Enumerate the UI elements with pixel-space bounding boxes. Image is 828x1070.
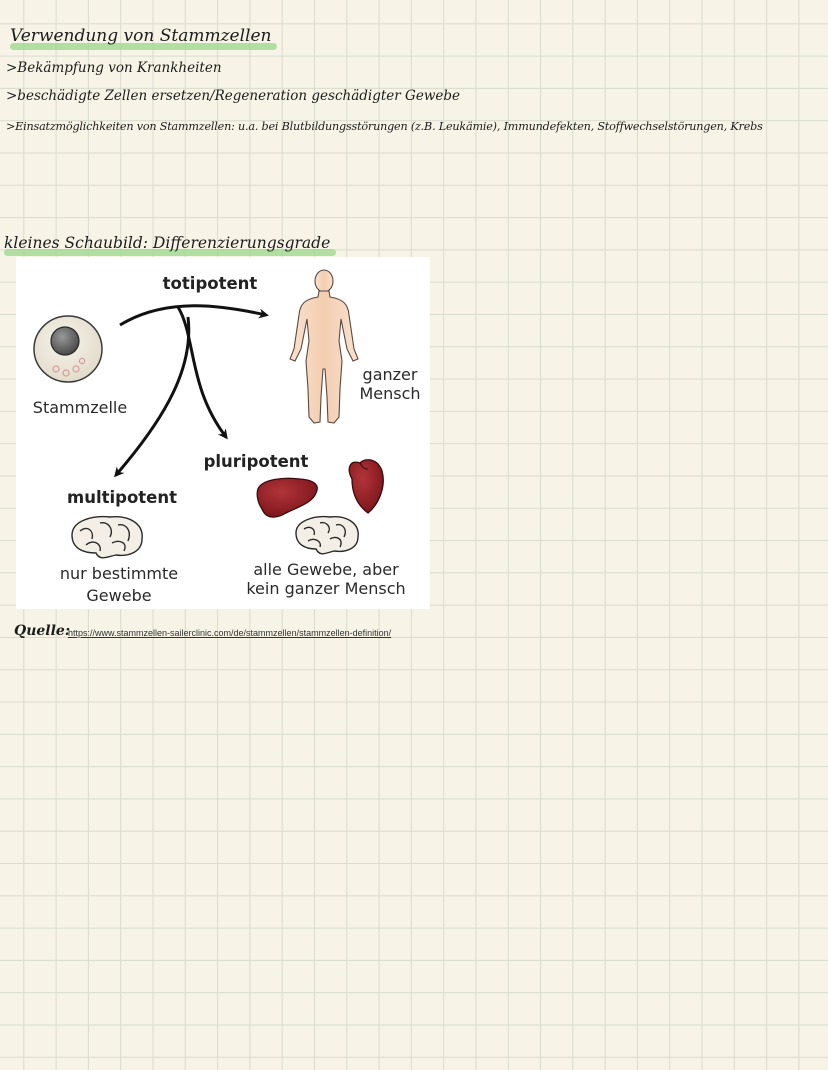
label-whole-human-line1: ganzer (362, 365, 418, 384)
source-link[interactable]: https://www.stammzellen-sailerclinic.com… (68, 628, 392, 638)
arrows (114, 304, 269, 478)
human-figure-icon (289, 269, 359, 424)
label-totipotent: totipotent (162, 274, 258, 293)
label-pluripotent-desc: alle Gewebe, aber kein ganzer Mensch (226, 560, 426, 598)
label-multipotent: multipotent (67, 488, 177, 507)
differentiation-diagram: totipotent Stammzelle ganzer Mensch plur… (16, 257, 430, 609)
bullet-fight-disease: >Bekämpfung von Krankheiten (6, 60, 222, 76)
label-multipotent-desc-line1: nur bestimmte (59, 564, 179, 583)
label-multipotent-desc-line2: Gewebe (86, 586, 152, 605)
bullet-applications: >Einsatzmöglichkeiten von Stammzellen: u… (6, 120, 763, 133)
label-multipotent-desc: nur bestimmte Gewebe (44, 564, 194, 605)
brain-icon-multipotent (71, 515, 143, 559)
heading-diagram: kleines Schaubild: Differenzierungsgrade (4, 234, 337, 256)
label-whole-human-line2: Mensch (359, 384, 421, 403)
arrow-to-multipotent (114, 316, 191, 478)
heading-text: Verwendung von Stammzellen (10, 26, 272, 46)
heading-text: kleines Schaubild: Differenzierungsgrade (4, 234, 331, 252)
liver-icon (256, 477, 318, 518)
label-pluripotent-desc-line1: alle Gewebe, aber (253, 560, 399, 579)
brain-icon (295, 515, 359, 555)
stem-cell-icon (33, 315, 103, 383)
heart-icon (348, 459, 384, 514)
arrow-to-pluripotent (176, 306, 228, 440)
source-label: Quelle: (14, 623, 70, 639)
label-stem-cell: Stammzelle (32, 398, 128, 417)
label-pluripotent: pluripotent (203, 452, 309, 471)
bullet-replace-cells: >beschädigte Zellen ersetzen/Regeneratio… (6, 88, 460, 104)
arrow-to-totipotent (119, 304, 269, 327)
diagram-graphics (33, 269, 384, 559)
heading-stem-cell-use: Verwendung von Stammzellen (10, 26, 278, 50)
label-pluripotent-desc-line2: kein ganzer Mensch (246, 579, 406, 598)
label-whole-human: ganzer Mensch (350, 365, 430, 403)
